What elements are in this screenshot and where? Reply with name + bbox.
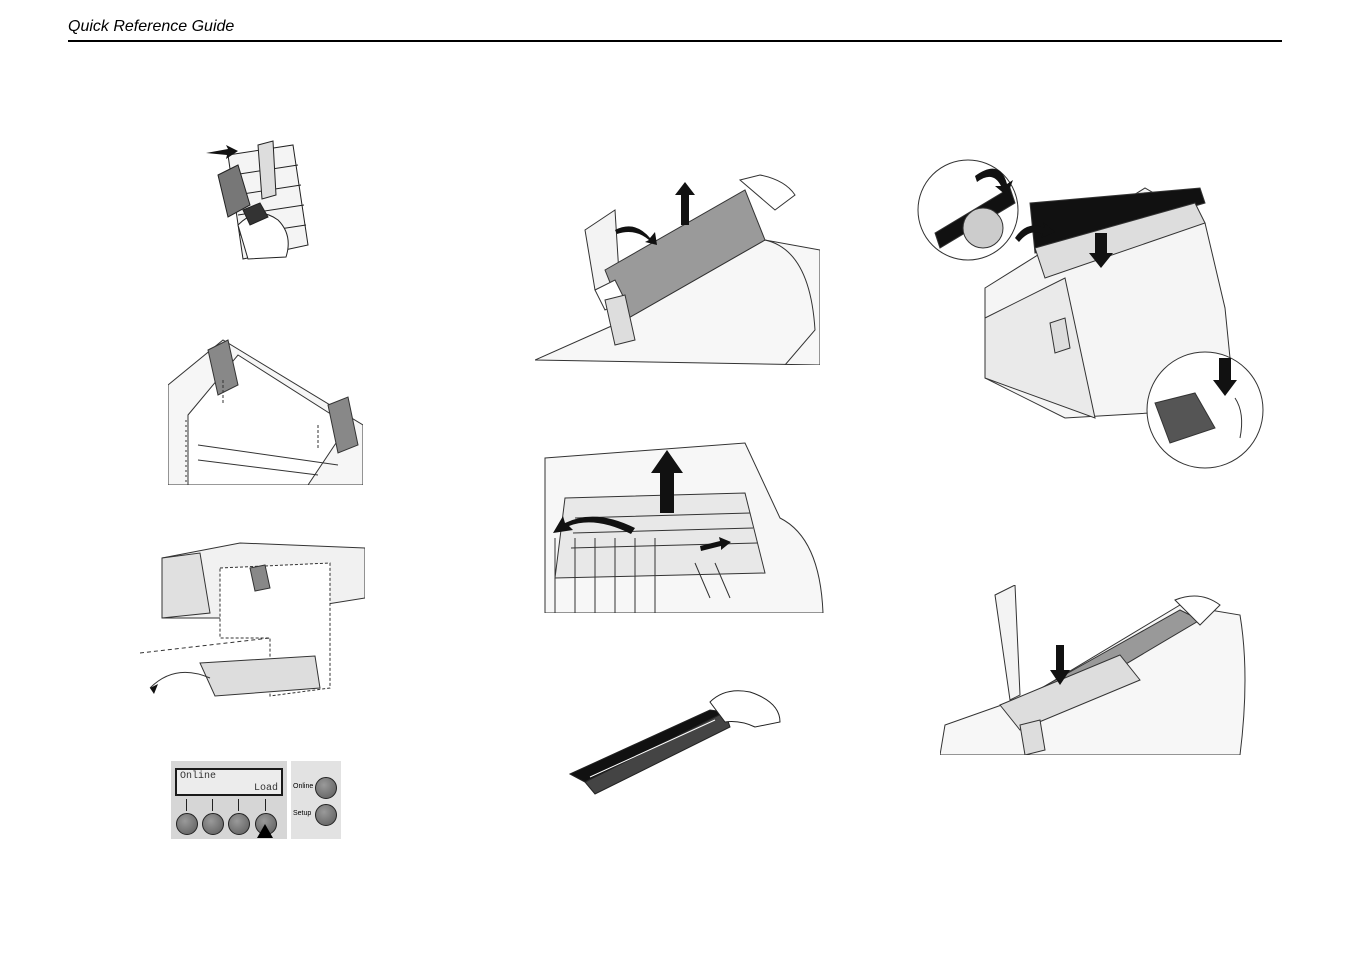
- lcd-line-2: Load: [254, 783, 278, 794]
- cover-close-illustration: [940, 585, 1250, 755]
- setup-label: Setup: [293, 810, 311, 817]
- header-rule: [68, 40, 1282, 42]
- header-title: Quick Reference Guide: [68, 18, 234, 36]
- online-label: Online: [293, 783, 313, 790]
- cover-removal-illustration: [535, 170, 820, 365]
- printer-paper-stack-illustration: [140, 538, 365, 698]
- panel-buttons-area: Online Setup: [291, 761, 341, 839]
- printhead-release-illustration: [535, 438, 825, 613]
- press-pointer-icon: [257, 824, 273, 838]
- lcd-display: Online Load: [175, 768, 283, 796]
- function-key-2[interactable]: [202, 813, 224, 835]
- lcd-line-1: Online: [180, 771, 216, 782]
- tractor-open-illustration: [198, 135, 310, 260]
- operator-panel: Online Load Online Setup: [171, 761, 341, 839]
- ribbon-cassette-illustration: [565, 682, 785, 802]
- panel-display-area: Online Load: [171, 761, 287, 839]
- paper-on-tractors-illustration: [168, 335, 363, 485]
- ribbon-insert-illustration: [915, 148, 1265, 470]
- key-tick: [186, 799, 187, 811]
- function-key-3[interactable]: [228, 813, 250, 835]
- key-tick: [265, 799, 266, 811]
- setup-button[interactable]: [315, 804, 337, 826]
- key-tick: [212, 799, 213, 811]
- function-key-1[interactable]: [176, 813, 198, 835]
- key-tick: [238, 799, 239, 811]
- online-button[interactable]: [315, 777, 337, 799]
